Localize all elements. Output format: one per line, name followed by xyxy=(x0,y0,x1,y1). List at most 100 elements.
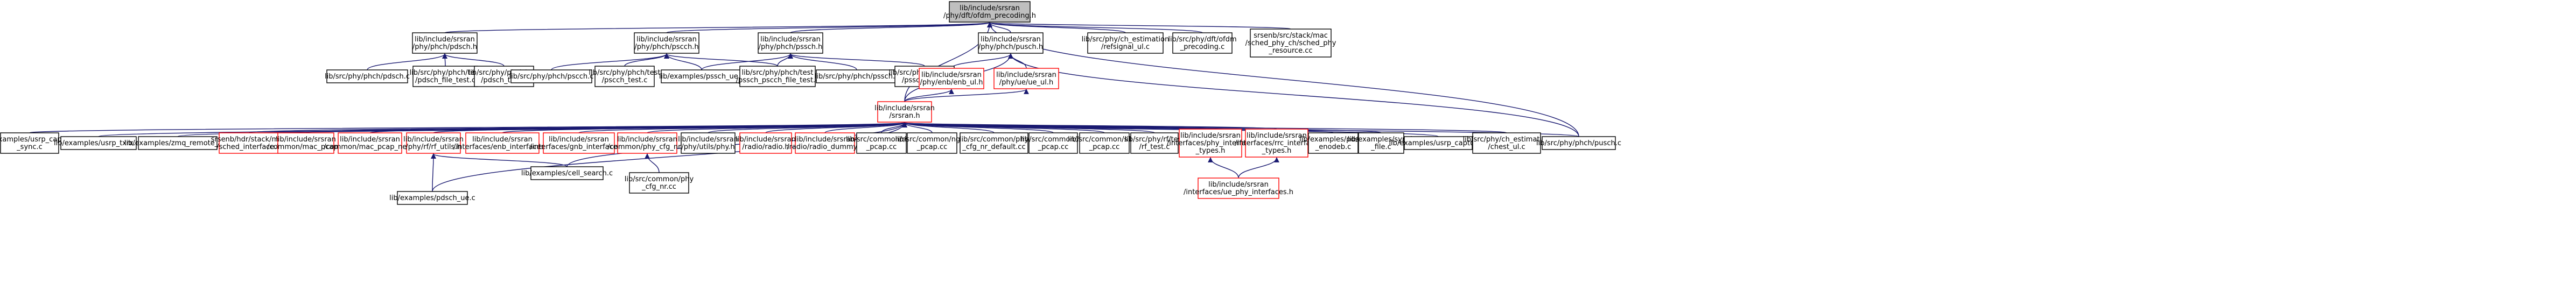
node-box xyxy=(1079,132,1130,154)
node-box xyxy=(993,68,1059,89)
node-label: lib/src/common/rlc xyxy=(1021,136,1086,144)
node-mac-pcap[interactable]: lib/include/srsran/common/mac_pcap.h xyxy=(267,132,345,154)
node-rf-test[interactable]: lib/src/phy/rf/test/rf_test.c xyxy=(1124,132,1185,154)
node-label: lib/include/srsran xyxy=(549,136,609,144)
node-rlc-pcap[interactable]: lib/src/common/rlc_pcap.cc xyxy=(1021,132,1086,154)
node-box xyxy=(877,101,932,123)
node-pusch-c[interactable]: lib/src/phy/phch/pusch.c xyxy=(1536,136,1621,150)
node-label: lib/include/srsran xyxy=(636,36,697,44)
node-pscch-c[interactable]: lib/src/phy/phch/pscch.c xyxy=(509,69,594,83)
node-s1ap-pcap[interactable]: lib/src/common/s1ap_pcap.cc xyxy=(1068,132,1141,154)
node-phy-cfg-nr-cc[interactable]: lib/src/common/phy_cfg_nr.cc xyxy=(625,172,694,194)
node-label: lib/include/srsran xyxy=(736,136,796,144)
node-zmq-remote-rx[interactable]: lib/examples/zmq_remote_rx.c xyxy=(124,136,231,150)
node-label: lib/include/srsran xyxy=(678,136,738,144)
node-phy-interface-types[interactable]: lib/include/srsran/interfaces/phy_interf… xyxy=(1167,129,1254,158)
node-phy-h[interactable]: lib/include/srsran/phy/utils/phy.h xyxy=(678,132,738,154)
node-chest-ul-c[interactable]: lib/src/phy/ch_estimation/refsignal_ul.c xyxy=(1082,32,1170,54)
node-usrp-txrx[interactable]: lib/examples/usrp_txrx.cc xyxy=(54,136,143,150)
node-radio-h[interactable]: lib/include/srsran/radio/radio.h xyxy=(736,132,796,154)
node-label: lib/include/srsran xyxy=(795,136,855,144)
node-synch-file[interactable]: lib/examples/synch_file.c xyxy=(1347,132,1415,154)
node-mac-pcap-net[interactable]: lib/include/srsran/common/mac_pcap_net.h xyxy=(324,132,416,154)
node-label: lib/examples/synch xyxy=(1347,136,1415,144)
node-rf-utils[interactable]: lib/include/srsran/phy/rf/rf_utils.h xyxy=(403,132,464,154)
node-label: /interfaces/ue_phy_interfaces.h xyxy=(1184,188,1293,196)
node-ofdm-prec-c[interactable]: lib/src/phy/dft/ofdm_precoding.c xyxy=(1168,32,1237,54)
node-box xyxy=(0,132,59,154)
node-box xyxy=(277,132,334,154)
node-chest-ul-test[interactable]: lib/src/phy/ch_estimation/chest_ul.c xyxy=(1463,132,1551,154)
node-box xyxy=(1179,129,1242,158)
node-box xyxy=(1172,32,1233,54)
node-mac-pcap-cc[interactable]: lib/src/common/mac_pcap.cc xyxy=(846,132,917,154)
node-label: lib/examples/pdsch xyxy=(1299,136,1367,144)
node-pdsch-file-test[interactable]: lib/src/phy/phch/test/pdsch_file_test.c xyxy=(409,66,481,87)
node-sched-interface[interactable]: srsenb/hdr/stack/mac/sched_interface.h xyxy=(211,132,287,154)
node-sched-phy[interactable]: srsenb/src/stack/mac/sched_phy_ch/sched_… xyxy=(1245,29,1336,58)
edge-ue-phy-interfaces-to-phy-interface-types xyxy=(1208,157,1239,179)
node-label: /radio/radio_dummy.h xyxy=(787,143,863,151)
node-pscch-test[interactable]: lib/src/phy/phch/test/pscch_test.c xyxy=(589,66,661,87)
node-label: lib/include/srsran xyxy=(996,71,1056,79)
node-pdsch-ue[interactable]: lib/examples/pdsch_ue.c xyxy=(389,191,475,205)
node-pusch-h[interactable]: lib/include/srsran/phy/phch/pusch.h xyxy=(978,32,1044,54)
edge-cell-search-to-rf-utils xyxy=(431,153,568,167)
edge-chest-ul-test-to-srsran-h xyxy=(902,122,1507,133)
node-label: lib/src/common/s1ap xyxy=(1068,136,1140,144)
node-label: lib/include/srsran xyxy=(921,71,982,79)
node-ue-phy-interfaces[interactable]: lib/include/srsran/interfaces/ue_phy_int… xyxy=(1184,178,1293,199)
node-label: /srsran.h xyxy=(889,112,920,120)
node-pssch-c[interactable]: lib/src/phy/phch/pssch.c xyxy=(815,69,899,83)
node-pssch-h[interactable]: lib/include/srsran/phy/phch/pssch.h xyxy=(758,32,823,54)
node-usrp-capture[interactable]: lib/examples/usrp_capture.c xyxy=(1389,136,1488,150)
node-label: lib/include/srsran xyxy=(472,136,533,144)
node-box xyxy=(907,132,957,154)
node-usrp-capture-sync[interactable]: lib/examples/usrp_capture_sync.c xyxy=(0,132,76,154)
node-pssch-ue[interactable]: lib/examples/pssch_ue.c xyxy=(659,69,744,83)
node-label: lib/include/srsran xyxy=(1247,132,1307,140)
node-label: /phy/phch/pusch.h xyxy=(978,43,1043,51)
edge-pssch-ue-to-pssch-h xyxy=(701,53,793,70)
node-label: /common/mac_pcap_net.h xyxy=(324,143,416,151)
node-label: lib/src/phy/phch/test xyxy=(409,69,481,77)
file-nodes: lib/include/srsran/phy/dft/ofdm_precodin… xyxy=(0,1,1621,205)
node-label: lib/examples/usrp_txrx.cc xyxy=(54,139,143,147)
node-root: lib/include/srsran/phy/dft/ofdm_precodin… xyxy=(943,1,1036,23)
edge-phy-cfg-nr-cc-to-phy-cfg-nr xyxy=(645,153,660,173)
edge-sched-phy-to-root xyxy=(988,22,1291,30)
node-label: lib/examples/zmq_remote_rx.c xyxy=(124,139,231,147)
node-box xyxy=(949,1,1031,23)
node-label: lib/src/phy/ch_estimation xyxy=(1463,136,1551,144)
node-enb-ul-h[interactable]: lib/include/srsran/phy/enb/enb_ul.h xyxy=(919,68,984,89)
node-box xyxy=(412,32,478,54)
node-box xyxy=(1245,129,1308,158)
node-rrc-interface-types[interactable]: lib/include/srsran/interfaces/rrc_interf… xyxy=(1235,129,1319,158)
node-box xyxy=(1542,136,1616,150)
node-label: _types.h xyxy=(1195,147,1226,155)
node-label: /phy/phch/pssch.h xyxy=(759,43,823,51)
node-pdsch-h[interactable]: lib/include/srsran/phy/phch/pdsch.h xyxy=(412,32,478,54)
node-box xyxy=(530,166,604,180)
node-pdsch-enodeb[interactable]: lib/examples/pdsch_enodeb.c xyxy=(1299,132,1367,154)
node-pscch-h[interactable]: lib/include/srsran/phy/phch/pscch.h xyxy=(634,32,699,54)
node-ngap-pcap[interactable]: lib/src/common/ngap_pcap.cc xyxy=(895,132,969,154)
node-label: lib/examples/usrp_capture.c xyxy=(1389,139,1487,147)
node-cell-search[interactable]: lib/examples/cell_search.c xyxy=(521,166,613,180)
dependency-edges xyxy=(29,22,1579,192)
node-label: _pcap.cc xyxy=(916,143,948,151)
node-label: lib/include/srsran xyxy=(617,136,677,144)
node-srsran-h[interactable]: lib/include/srsran/srsran.h xyxy=(874,101,935,123)
node-label: lib/src/common/phy xyxy=(625,175,694,183)
node-ue-ul-h[interactable]: lib/include/srsran/phy/ue/ue_ul.h xyxy=(993,68,1059,89)
edge-radio-dummy-to-srsran-h xyxy=(824,122,907,133)
node-pssch-pscch-file-test[interactable]: lib/src/phy/phch/test/pssch_pscch_file_t… xyxy=(736,66,820,87)
node-gnb-interfaces[interactable]: lib/include/srsran/interfaces/gnb_interf… xyxy=(530,132,628,154)
node-radio-dummy[interactable]: lib/include/srsran/radio/radio_dummy.h xyxy=(787,132,863,154)
node-phy-cfg-nr[interactable]: lib/include/srsran/common/phy_cfg_nr.h xyxy=(607,132,687,154)
edge-pssch-h-to-root xyxy=(790,22,992,33)
node-pdsch-c[interactable]: lib/src/phy/phch/pdsch.c xyxy=(325,69,410,83)
node-enb-interfaces[interactable]: lib/include/srsran/interfaces/enb_interf… xyxy=(453,132,551,154)
node-phy-cfg-nr-default[interactable]: lib/src/common/phy_cfg_nr_default.cc xyxy=(960,132,1029,154)
